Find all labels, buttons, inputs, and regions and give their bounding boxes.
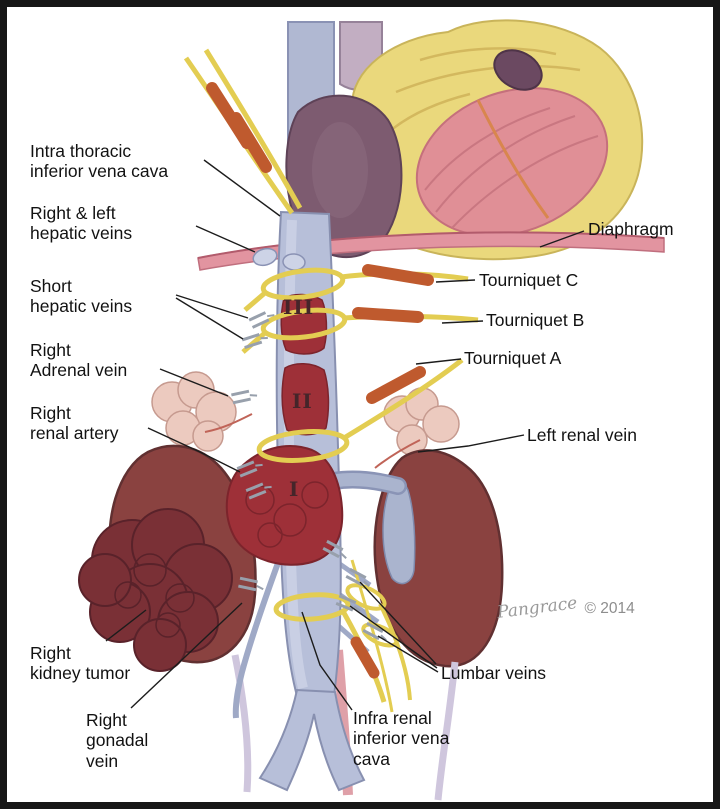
label-infra-renal-ivc: Infra renal inferior vena cava [353,708,450,769]
leader-lines [105,159,585,711]
tourniquet-c-tube [362,264,434,286]
tourniquet-a-cord [342,358,464,441]
label-hepatic-veins: Right & left hepatic veins [30,203,133,244]
tourniquet-b-tube [352,307,424,323]
left-renal-vein [325,470,407,495]
ureters [231,654,459,801]
right-kidney-tumor [78,508,233,672]
iliac-bifurcation [258,688,366,792]
label-lumbar-veins: Lumbar veins [441,663,547,683]
label-intra-thoracic-ivc: Intra thoracic inferior vena cava [30,141,169,182]
label-right-kidney-tumor: Right kidney tumor [30,643,131,684]
ivc-level-1-numeral: I [289,477,300,501]
atrial-appendage [493,49,543,91]
label-left-renal-vein: Left renal vein [527,425,637,445]
ivc-level-3-numeral: III [283,295,315,319]
label-short-hepatic-veins: Short hepatic veins [30,276,133,317]
label-right-gonadal-vein: Right gonadal vein [86,710,149,771]
label-diaphragm: Diaphragm [588,219,674,239]
myocardium-streaks [424,107,599,229]
coronary-vessel [476,99,550,219]
copyright-year: © 2014 [584,600,635,617]
surgical-clips [231,311,387,641]
tourniquet-tubes [206,82,434,679]
label-tourniquet-c: Tourniquet C [479,270,579,290]
right-adrenal-gland [151,371,237,452]
ivc-thrombus-level2 [281,363,330,436]
left-adrenal-gland [383,387,460,456]
label-right-adrenal-vein: Right Adrenal vein [30,340,128,381]
label-tourniquet-a: Tourniquet A [464,348,562,368]
heart [285,19,644,261]
label-right-renal-artery: Right renal artery [30,403,119,444]
label-tourniquet-b: Tourniquet B [486,310,585,330]
adrenal-vessels [204,413,421,469]
hepatic-vein-stub [252,247,278,267]
tourniquet-a-tube [366,366,426,404]
ivc-level-2-numeral: II [292,389,313,413]
ivc-thrombus-level1 [225,445,344,566]
artist-credit: Pangrace © 2014 [496,593,635,623]
tourniquets [183,48,479,713]
right-gonadal-vein [232,550,285,719]
tourniquet-a-loop [256,429,350,463]
